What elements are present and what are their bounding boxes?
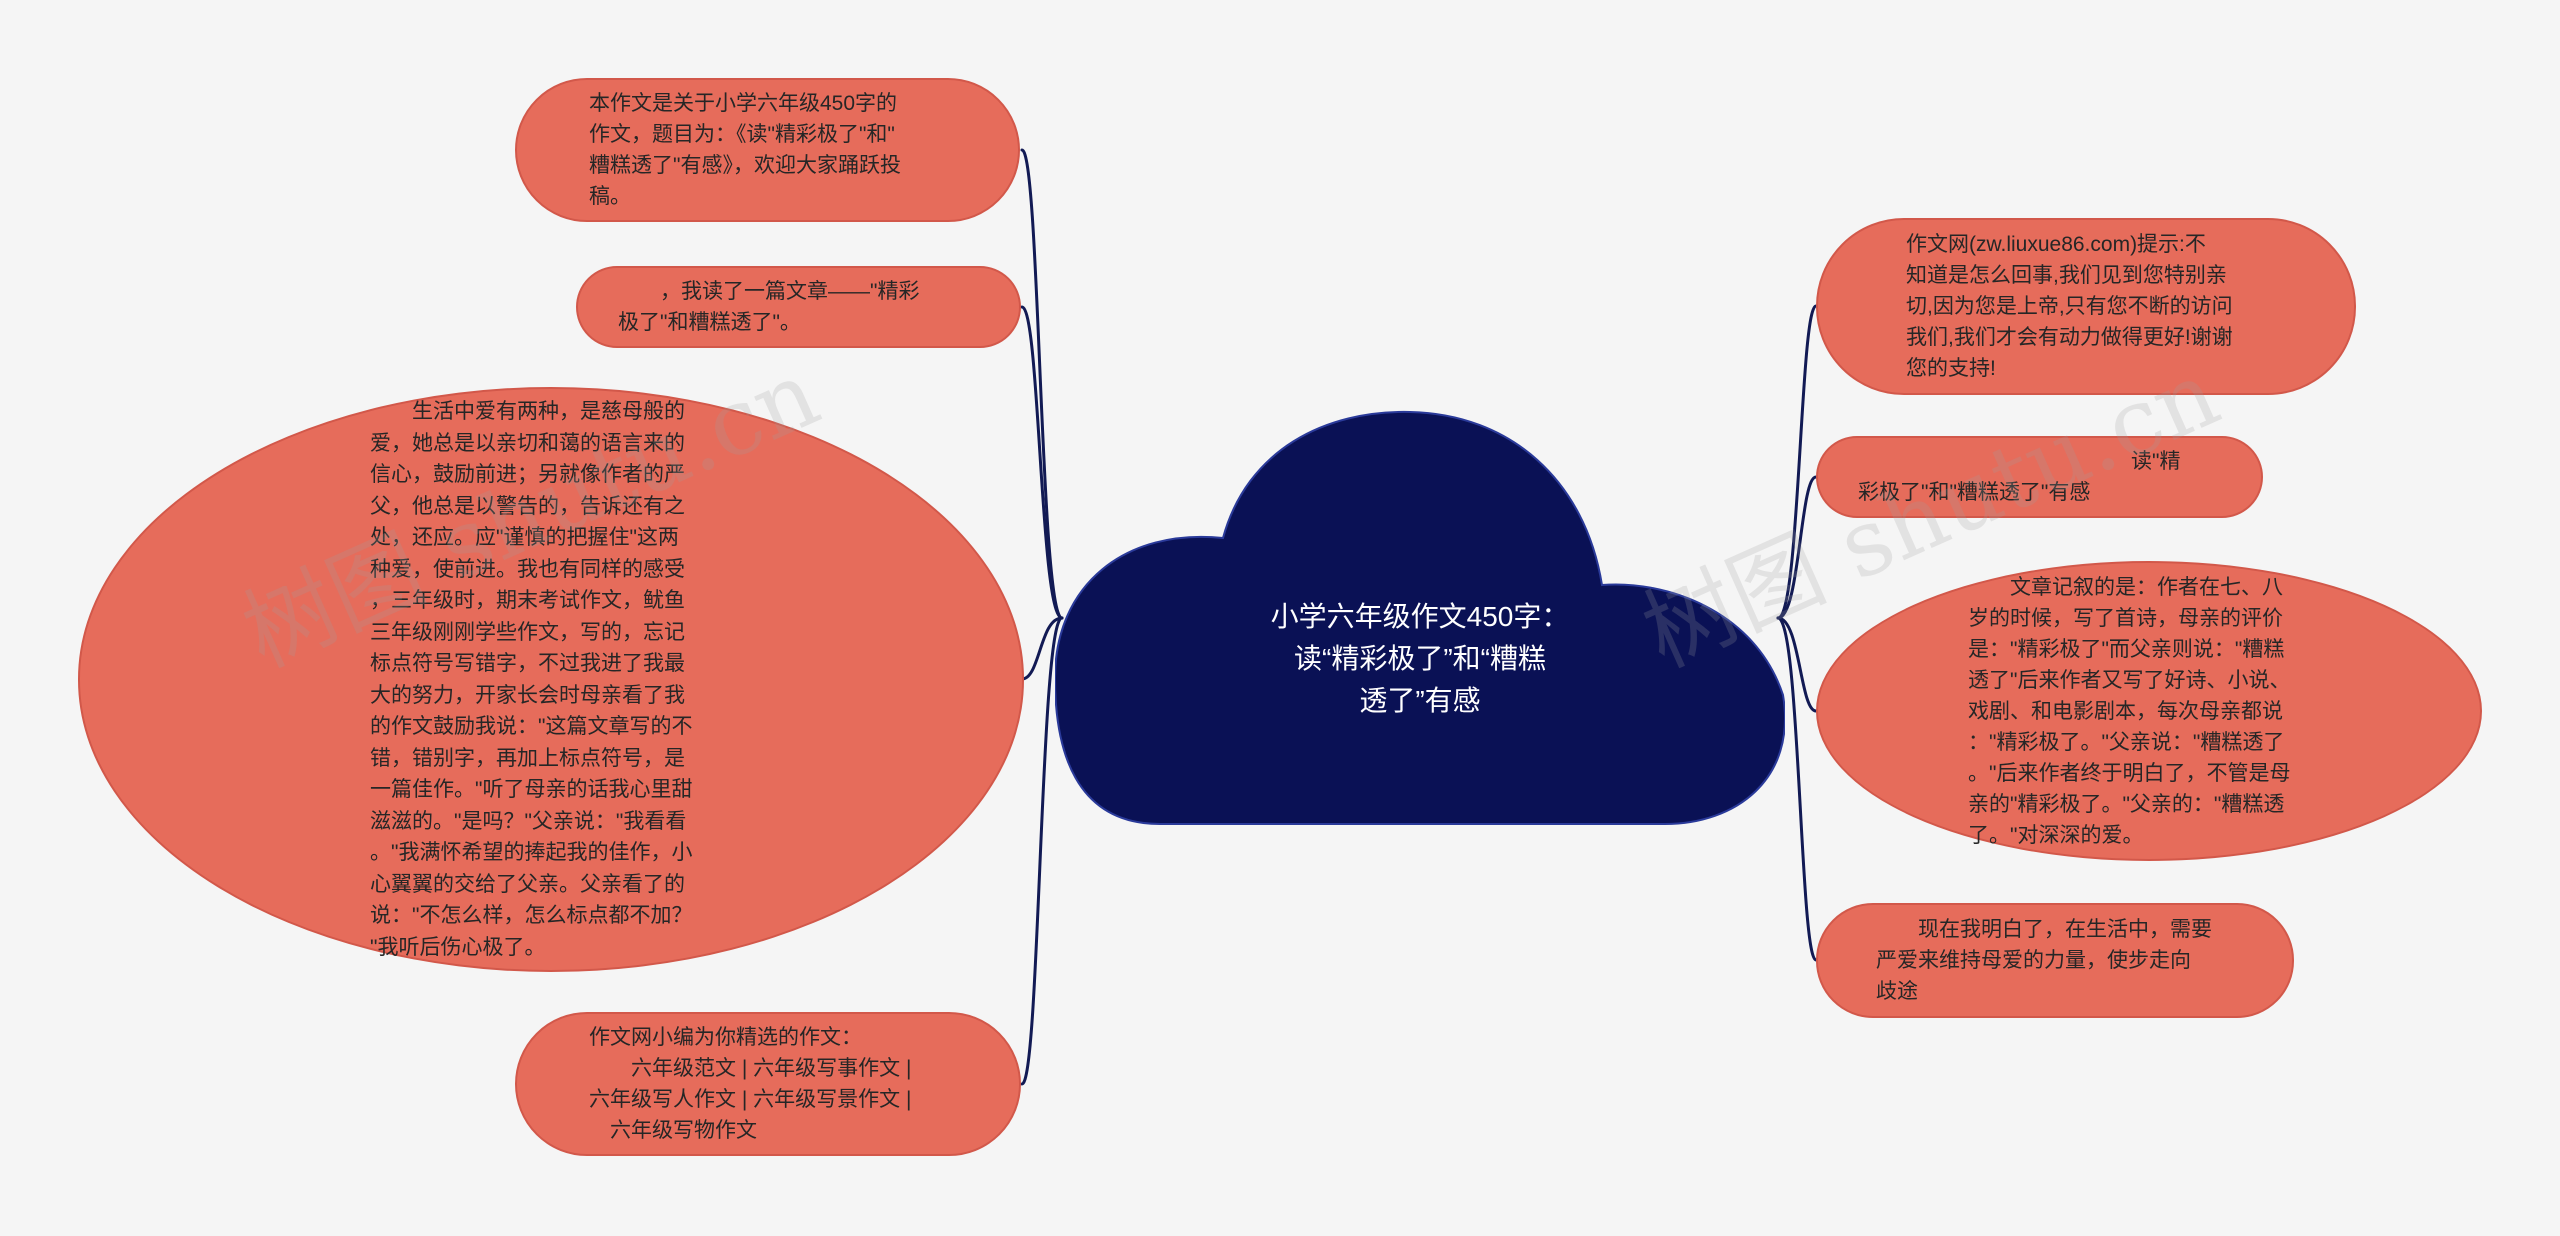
topic-node-two-kinds-of-love-text: 生活中爱有两种，是慈母般的 爱，她总是以亲切和蔼的语言来的 信心，鼓励前进；另就…: [370, 400, 693, 959]
topic-node-site-notice-text: 作文网(zw.liuxue86.com)提示:不 知道是怎么回事,我们见到您特别…: [1906, 233, 2233, 380]
topic-node-essay-title-text: 读"精 彩极了"和"糟糕透了"有感: [1858, 450, 2181, 504]
topic-node-essay-title[interactable]: 读"精 彩极了"和"糟糕透了"有感: [1816, 436, 2263, 518]
topic-node-read-article-text: ，我读了一篇文章——"精彩 极了"和糟糕透了"。: [618, 280, 920, 334]
topic-node-intro-text: 本作文是关于小学六年级450字的 作文，题目为：《读"精彩极了"和" 糟糕透了"…: [589, 92, 901, 208]
connector-right-1: [1776, 304, 1818, 620]
central-topic-title: 小学六年级作文450字： 读“精彩极了”和“糟糕 透了”有感: [1270, 601, 1570, 716]
topic-node-site-notice[interactable]: 作文网(zw.liuxue86.com)提示:不 知道是怎么回事,我们见到您特别…: [1816, 218, 2356, 395]
topic-node-two-kinds-of-love[interactable]: 生活中爱有两种，是慈母般的 爱，她总是以亲切和蔼的语言来的 信心，鼓励前进；另就…: [78, 387, 1024, 972]
topic-node-article-summary-text: 文章记叙的是：作者在七、八 岁的时候，写了首诗，母亲的评价 是："精彩极了"而父…: [1968, 575, 2291, 847]
connector-right-4: [1776, 616, 1818, 962]
topic-node-recommended-essays[interactable]: 作文网小编为你精选的作文： 六年级范文 | 六年级写事作文 | 六年级写人作文 …: [515, 1012, 1021, 1156]
connector-right-2: [1776, 475, 1818, 620]
topic-node-intro[interactable]: 本作文是关于小学六年级450字的 作文，题目为：《读"精彩极了"和" 糟糕透了"…: [515, 78, 1020, 222]
connector-right-3: [1776, 616, 1818, 713]
topic-node-recommended-essays-text: 作文网小编为你精选的作文： 六年级范文 | 六年级写事作文 | 六年级写人作文 …: [589, 1026, 912, 1142]
topic-node-conclusion[interactable]: 现在我明白了，在生活中，需要 严爱来维持母爱的力量，使步走向 歧途: [1816, 903, 2294, 1018]
connector-left-1: [1020, 148, 1064, 620]
topic-node-read-article[interactable]: ，我读了一篇文章——"精彩 极了"和糟糕透了"。: [576, 266, 1021, 348]
central-cloud-node[interactable]: [1055, 410, 1785, 826]
topic-node-conclusion-text: 现在我明白了，在生活中，需要 严爱来维持母爱的力量，使步走向 歧途: [1876, 918, 2212, 1003]
topic-node-article-summary[interactable]: 文章记叙的是：作者在七、八 岁的时候，写了首诗，母亲的评价 是："精彩极了"而父…: [1816, 561, 2482, 861]
connector-left-2: [1020, 305, 1064, 620]
central-cloud-shape: [1055, 410, 1785, 825]
connector-left-4: [1020, 616, 1064, 1086]
connector-left-3: [1020, 616, 1064, 681]
